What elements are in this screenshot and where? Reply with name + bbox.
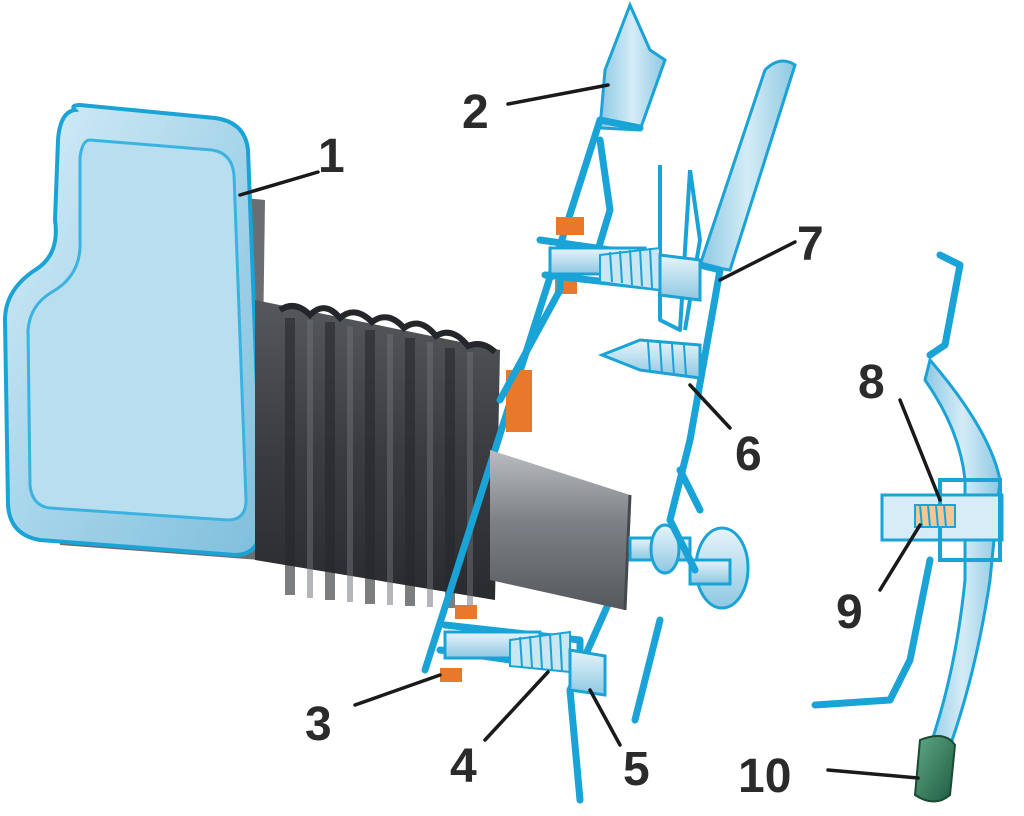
callout-3: 3	[305, 698, 332, 751]
end-cap	[913, 735, 957, 803]
callout-5: 5	[623, 743, 650, 796]
self-tapping-screw	[597, 338, 702, 380]
callout-1: 1	[318, 130, 345, 183]
callout-labels: 1 2 3 4 5 6 7 8 9 10	[305, 86, 885, 803]
callout-6: 6	[735, 428, 762, 481]
callout-10: 10	[738, 750, 791, 803]
screw-lower	[443, 630, 607, 697]
outer-trim	[631, 59, 797, 724]
rubber-boot	[255, 300, 500, 608]
pivot-stud	[628, 523, 750, 610]
screw-upper	[548, 246, 702, 302]
leader-lines	[238, 83, 942, 780]
callout-2: 2	[462, 86, 489, 139]
glass-holder-detail	[811, 251, 1004, 762]
callout-9: 9	[836, 586, 863, 639]
gasket	[440, 217, 584, 682]
callout-7: 7	[797, 218, 824, 271]
callout-4: 4	[450, 740, 477, 793]
callout-8: 8	[858, 356, 885, 409]
mirror-housing	[2, 102, 265, 560]
cone-hub	[490, 450, 632, 611]
